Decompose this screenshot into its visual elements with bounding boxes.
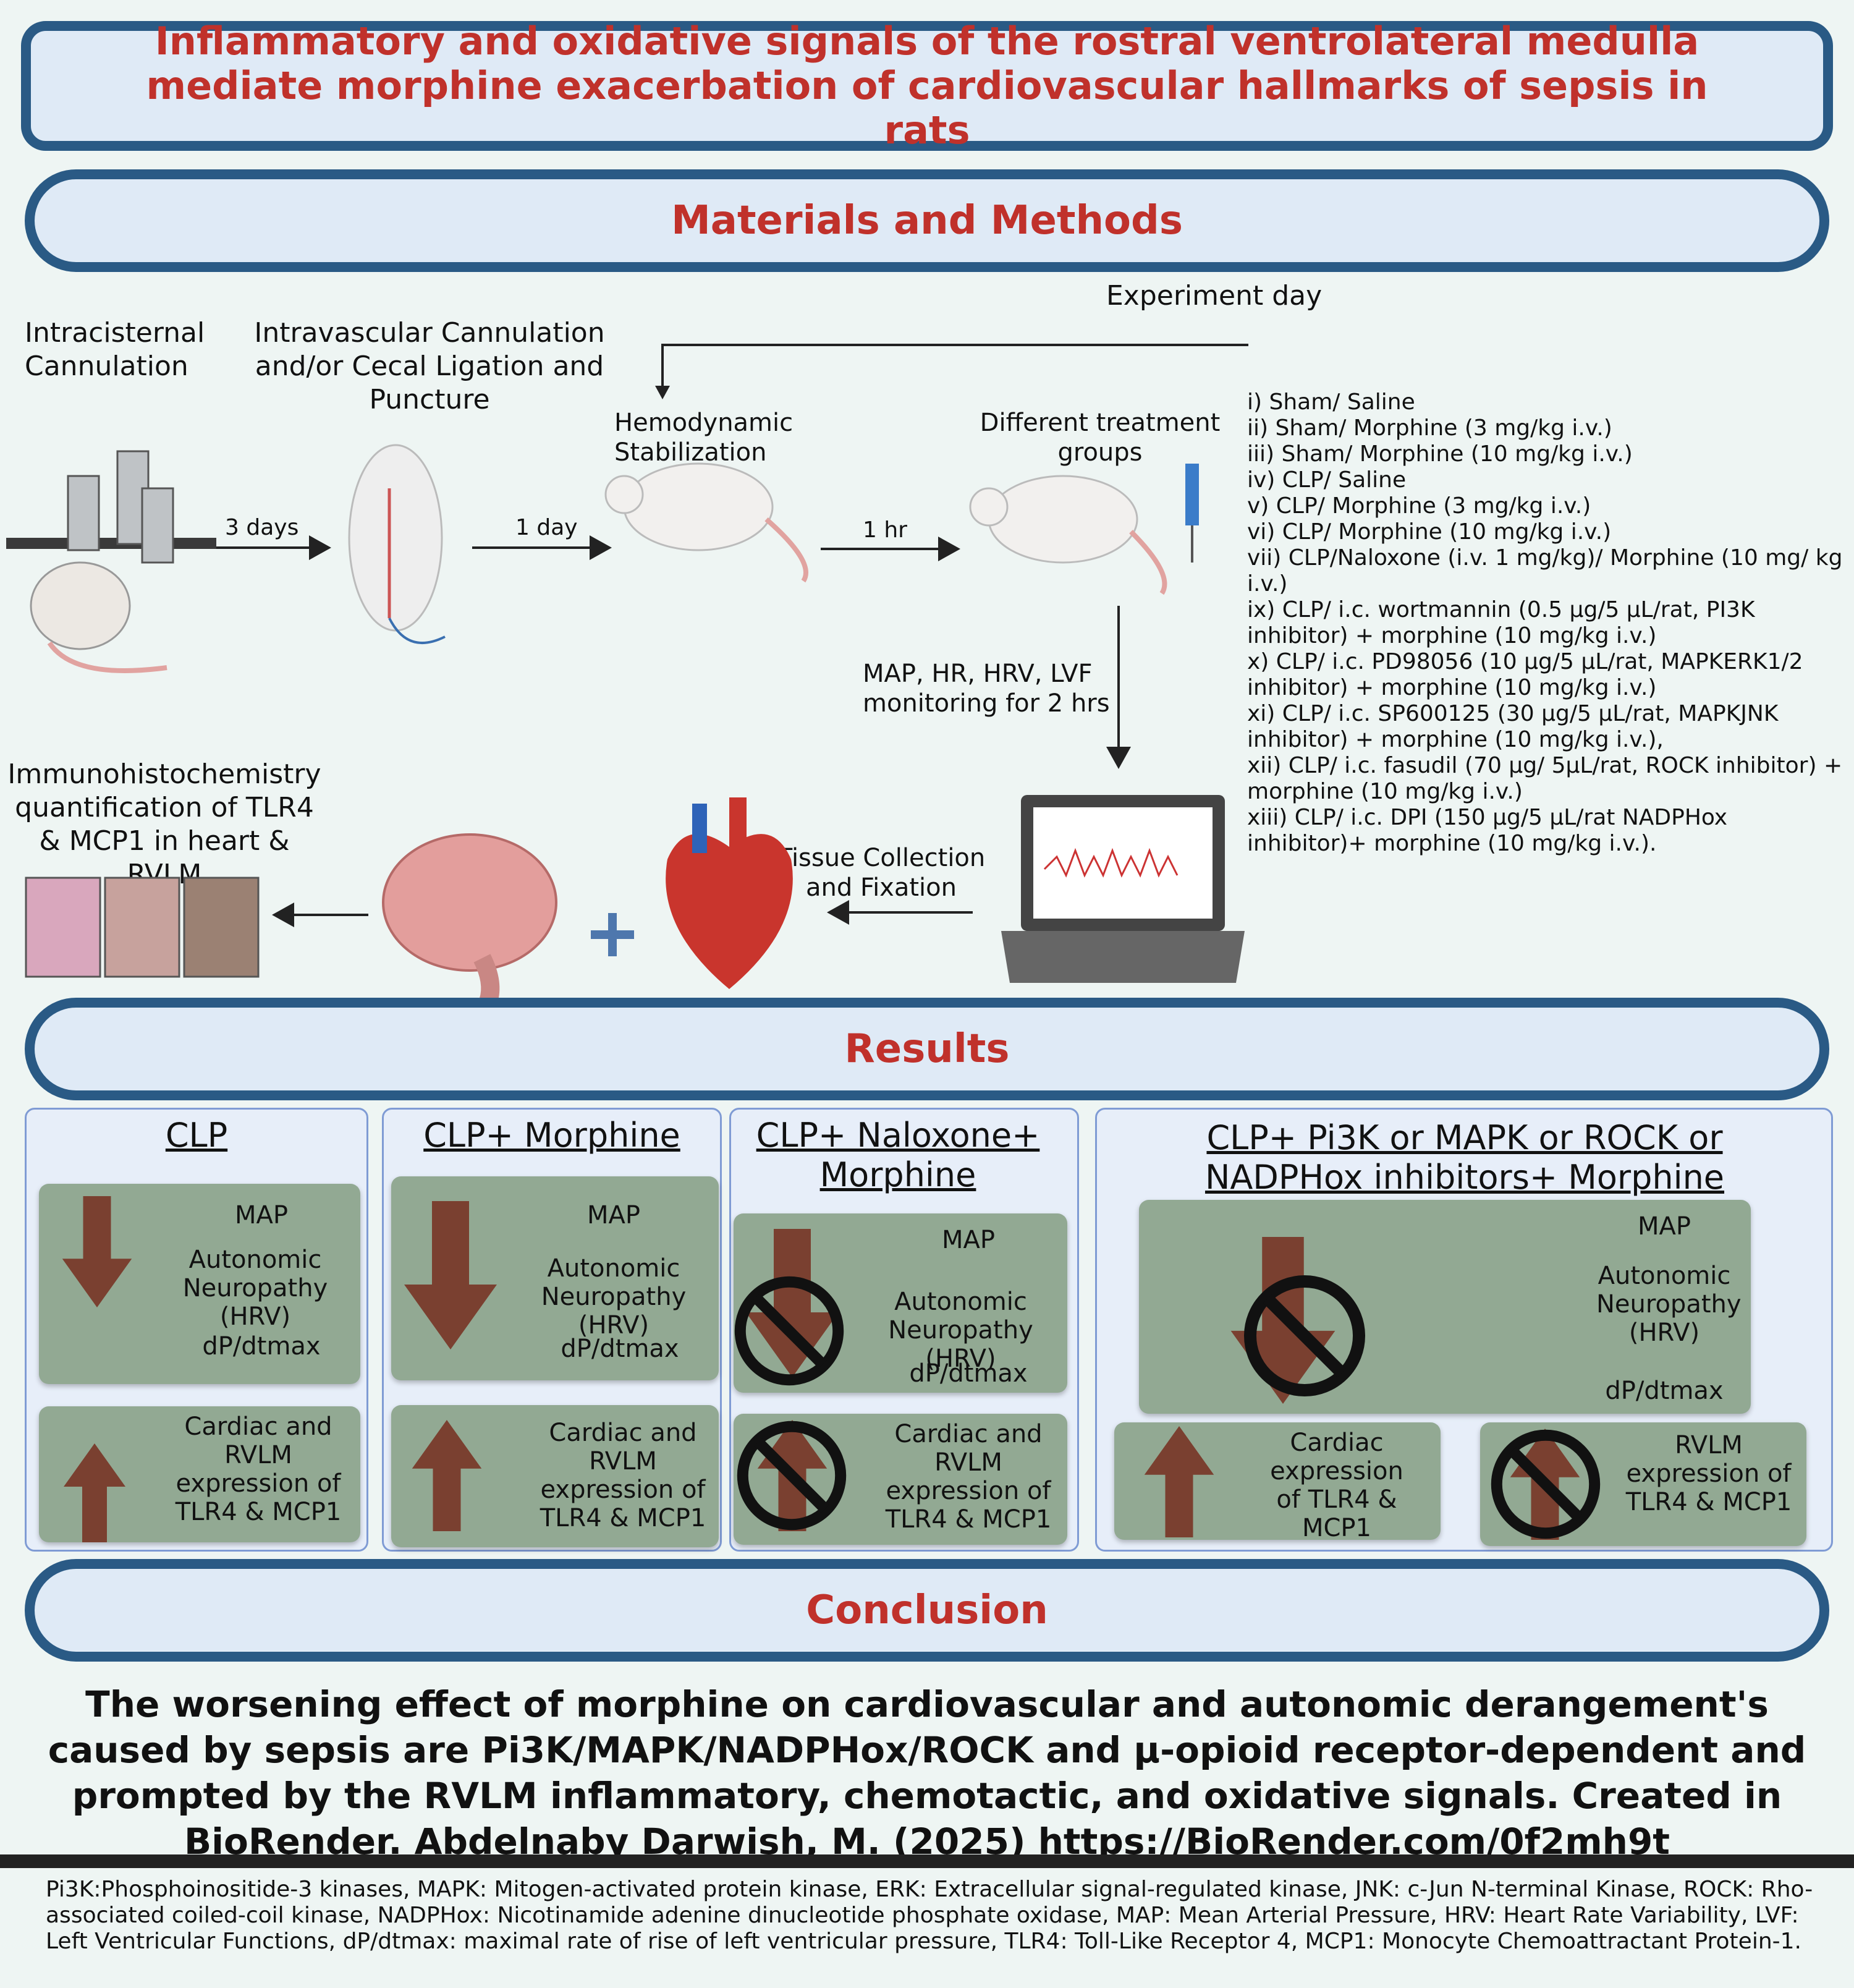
conclusion-header: Conclusion — [25, 1559, 1829, 1662]
results-header: Results — [25, 998, 1829, 1100]
tissue-label: Tissue Collection and Fixation — [777, 844, 986, 902]
down-arrow-icon — [404, 1201, 497, 1349]
arrow-1day-label: 1 day — [515, 515, 578, 540]
up-item-text: Cardiac and RVLM expression of TLR4 & MC… — [885, 1420, 1052, 1534]
ihc-label: Immunohistochemistry quantification of T… — [7, 758, 321, 890]
conclusion-text: The worsening effect of morphine on card… — [48, 1683, 1806, 1863]
step-treatment-label: Different treatment groups — [980, 409, 1221, 467]
experiment-day-label: Experiment day — [1106, 280, 1323, 312]
methods-flow-diagram — [6, 344, 1248, 1005]
decrease-box: MAP Autonomic Neuropathy (HRV) dP/dtmax — [1139, 1200, 1751, 1414]
up-item-text: Cardiac and RVLM expression of TLR4 & MC… — [540, 1419, 706, 1532]
increase-box: Cardiac and RVLM expression of TLR4 & MC… — [391, 1405, 719, 1547]
down-item-hrv: Autonomic Neuropathy (HRV) — [1596, 1262, 1742, 1347]
down-item-hrv: Autonomic Neuropathy (HRV) — [182, 1246, 328, 1331]
arrow-1hr-label: 1 hr — [863, 517, 907, 543]
result-panel-clp: CLP MAP Autonomic Neuropathy (HRV) dP/dt… — [25, 1108, 368, 1552]
increase-box-rvlm: RVLM expression of TLR4 & MCP1 — [1480, 1422, 1806, 1546]
down-item-dpdt: dP/dtmax — [202, 1332, 321, 1361]
increase-box-cardiac: Cardiac expression of TLR4 & MCP1 — [1114, 1422, 1441, 1542]
stereotaxic-rat-icon — [6, 450, 216, 673]
down-arrow-icon — [62, 1196, 132, 1307]
rat-treatment-icon — [969, 464, 1199, 595]
down-item-map: MAP — [587, 1201, 640, 1230]
methods-header: Materials and Methods — [25, 169, 1829, 272]
down-item-dpdt: dP/dtmax — [1605, 1377, 1724, 1405]
decrease-box: MAP Autonomic Neuropathy (HRV) dP/dtmax — [39, 1184, 360, 1384]
up-arrow-icon — [1144, 1426, 1214, 1537]
down-item-hrv: Autonomic Neuropathy (HRV) — [541, 1254, 687, 1340]
no-sign-icon — [1243, 1274, 1366, 1398]
down-item-map: MAP — [942, 1226, 995, 1254]
ihc-image-tiles — [25, 877, 260, 978]
up-item-text: Cardiac and RVLM expression of TLR4 & MC… — [175, 1412, 342, 1526]
laptop-monitor-icon — [1001, 795, 1245, 983]
up-arrow-icon — [64, 1443, 125, 1542]
abbreviations-text: Pi3K:Phosphoinositide-3 kinases, MAPK: M… — [46, 1877, 1813, 1954]
heart-icon — [666, 797, 793, 989]
step-intravascular-label: Intravascular Cannulation and/or Cecal L… — [254, 317, 605, 415]
panel-heading: CLP+ Morphine — [423, 1116, 680, 1155]
step-intracisternal-label: Intracisternal Cannulation — [25, 317, 205, 382]
treatment-groups-list: i) Sham/ Saline ii) Sham/ Morphine (3 mg… — [1247, 389, 1843, 856]
brain-icon — [382, 833, 557, 1005]
rat-stabilization-icon — [604, 462, 808, 583]
no-sign-icon — [734, 1275, 845, 1387]
arrow-3days-label: 3 days — [225, 515, 299, 540]
poster-title: Inflammatory and oxidative signals of th… — [21, 19, 1833, 153]
panel-heading: CLP+ Naloxone+ Morphine — [756, 1116, 1040, 1194]
down-item-dpdt: dP/dtmax — [561, 1335, 679, 1363]
result-panel-inhibitors-morphine: CLP+ Pi3K or MAPK or ROCK or NADPHox inh… — [1095, 1108, 1833, 1552]
result-panel-clp-morphine: CLP+ Morphine MAP Autonomic Neuropathy (… — [382, 1108, 722, 1552]
decrease-box: MAP Autonomic Neuropathy (HRV) dP/dtmax — [391, 1176, 719, 1380]
down-item-dpdt: dP/dtmax — [909, 1359, 1028, 1388]
no-sign-icon — [736, 1420, 847, 1531]
increase-box: Cardiac and RVLM expression of TLR4 & MC… — [734, 1414, 1067, 1545]
increase-box: Cardiac and RVLM expression of TLR4 & MC… — [39, 1406, 360, 1542]
up-arrow-icon — [412, 1420, 482, 1531]
up-item-text: RVLM expression of TLR4 & MCP1 — [1625, 1431, 1792, 1516]
down-item-hrv: Autonomic Neuropathy (HRV) — [888, 1288, 1033, 1373]
step-stabilization-label: Hemodynamic Stabilization — [614, 409, 794, 467]
decrease-box: MAP Autonomic Neuropathy (HRV) dP/dtmax — [734, 1213, 1067, 1393]
footer-divider — [0, 1854, 1854, 1868]
up-item-text: Cardiac expression of TLR4 & MCP1 — [1270, 1429, 1403, 1542]
down-item-map: MAP — [235, 1201, 288, 1230]
down-item-map: MAP — [1638, 1212, 1691, 1241]
monitoring-label: MAP, HR, HRV, LVF monitoring for 2 hrs — [863, 660, 1110, 718]
result-panel-clp-naloxone-morphine: CLP+ Naloxone+ Morphine MAP Autonomic Ne… — [729, 1108, 1079, 1552]
plus-icon — [591, 913, 634, 956]
panel-heading: CLP+ Pi3K or MAPK or ROCK or NADPHox inh… — [1204, 1118, 1725, 1197]
surgery-rat-icon — [348, 444, 446, 644]
panel-heading: CLP — [165, 1116, 228, 1155]
no-sign-icon — [1490, 1429, 1601, 1540]
